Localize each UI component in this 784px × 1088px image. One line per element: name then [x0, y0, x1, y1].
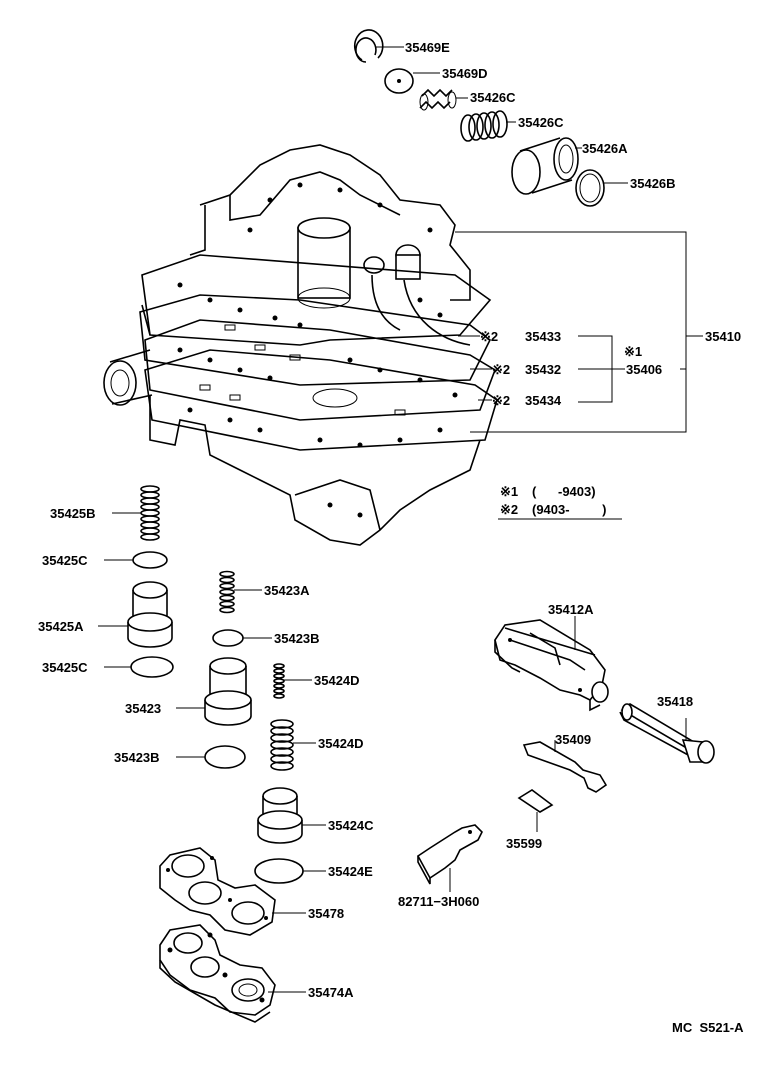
note-2-mark: ※2	[500, 502, 518, 517]
cover-plate-35412A	[494, 616, 609, 712]
plunger-35423	[176, 657, 252, 726]
snap-ring-35469E	[353, 29, 404, 63]
mark-2-a: ※2	[480, 329, 498, 344]
note-2-text: (9403- )	[532, 502, 606, 517]
o-ring-35423B-lower	[176, 745, 246, 769]
valve-body-assembly	[103, 144, 498, 546]
spring-35424D-small	[273, 663, 312, 699]
bracket-lines	[455, 231, 703, 433]
label-35426C-2: 35426C	[518, 115, 564, 130]
label-35478: 35478	[308, 906, 344, 921]
label-35423B-1: 35423B	[274, 631, 320, 646]
label-35424D-2: 35424D	[318, 736, 364, 751]
spring-35426C-large	[460, 110, 516, 142]
label-35424D-1: 35424D	[314, 673, 360, 688]
plunger-35424C	[257, 787, 326, 844]
label-35425B: 35425B	[50, 506, 96, 521]
label-82711-3H060: 82711−3H060	[398, 894, 479, 909]
label-35423B-2: 35423B	[114, 750, 160, 765]
footer-code: MC S521-A	[672, 1020, 744, 1035]
label-35409: 35409	[555, 732, 591, 747]
label-35426B: 35426B	[630, 176, 676, 191]
bracket-82711-3H060	[416, 824, 483, 892]
label-35434: 35434	[525, 393, 562, 408]
clip-35599	[517, 789, 554, 832]
label-35424C: 35424C	[328, 818, 374, 833]
label-35410: 35410	[705, 329, 741, 344]
label-35424E: 35424E	[328, 864, 373, 879]
solenoid-35418	[619, 703, 715, 764]
label-35423: 35423	[125, 701, 161, 716]
mark-2-c: ※2	[492, 393, 510, 408]
o-ring-35425C-lower	[104, 656, 174, 678]
spring-35423A	[219, 570, 262, 614]
label-35425C-1: 35425C	[42, 553, 88, 568]
label-35412A: 35412A	[548, 602, 594, 617]
label-35425C-2: 35425C	[42, 660, 88, 675]
cover-35474A	[159, 924, 306, 1023]
o-ring-35426B	[575, 169, 628, 207]
note-1-text: ( -9403)	[532, 484, 596, 499]
label-35599: 35599	[506, 836, 542, 851]
plunger-35425A	[98, 581, 173, 648]
plate-35469D	[384, 68, 440, 94]
o-ring-35425C-upper	[104, 551, 168, 569]
label-35469E: 35469E	[405, 40, 450, 55]
label-35425A: 35425A	[38, 619, 84, 634]
label-35433: 35433	[525, 329, 561, 344]
mark-2-b: ※2	[492, 362, 510, 377]
label-35426C-1: 35426C	[470, 90, 516, 105]
label-35423A: 35423A	[264, 583, 310, 598]
label-35432: 35432	[525, 362, 561, 377]
label-35469D: 35469D	[442, 66, 488, 81]
gasket-35478	[159, 847, 306, 936]
mark-1: ※1	[624, 344, 642, 359]
label-35406: 35406	[626, 362, 662, 377]
spring-35425B	[112, 485, 160, 541]
detent-spring-35409	[522, 740, 608, 793]
o-ring-35423B-upper	[212, 629, 272, 647]
spring-35426C-small	[419, 88, 468, 111]
sleeve-35426A	[511, 137, 582, 195]
label-35426A: 35426A	[582, 141, 628, 156]
o-ring-35424E	[254, 858, 326, 884]
label-35474A: 35474A	[308, 985, 354, 1000]
spring-35424D-large	[270, 719, 316, 771]
label-35418: 35418	[657, 694, 693, 709]
note-1-mark: ※1	[500, 484, 518, 499]
